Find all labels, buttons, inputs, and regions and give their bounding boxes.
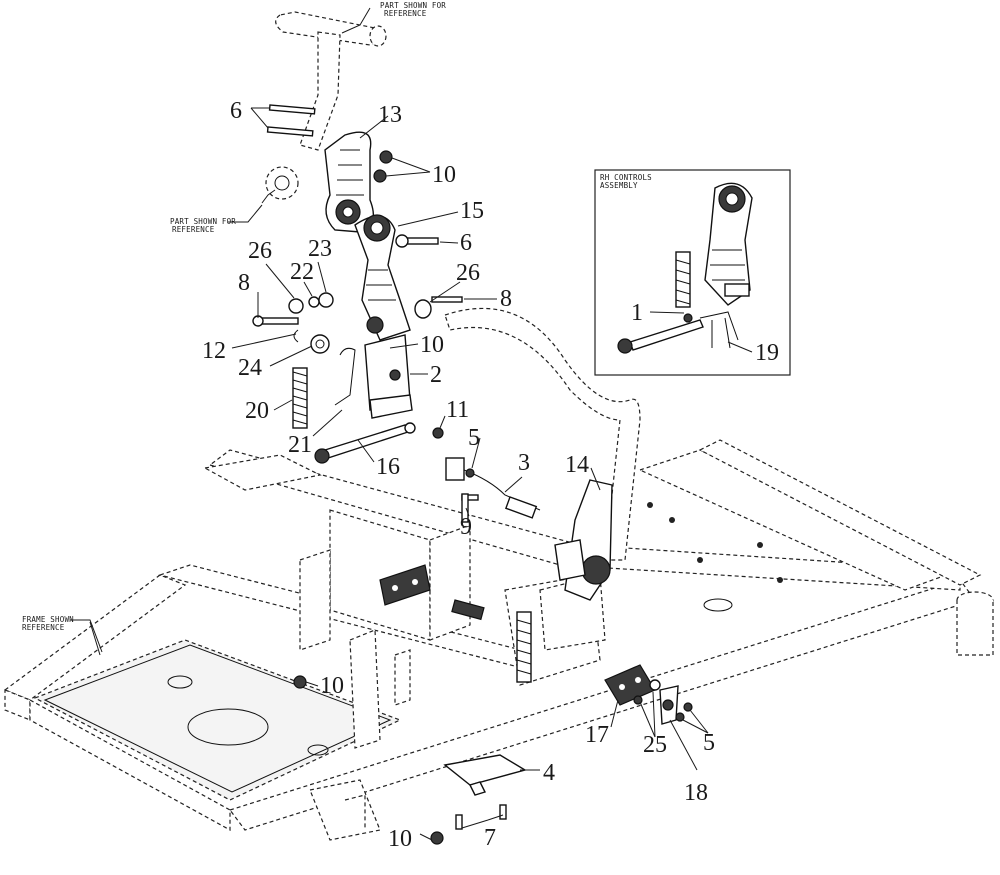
callout-26: 26 <box>456 260 480 286</box>
callout-22: 22 <box>290 259 314 285</box>
callout-10: 10 <box>388 826 412 852</box>
callout-17: 17 <box>585 722 609 748</box>
upper-lever-reference <box>275 11 387 151</box>
reference-notes: PART SHOWN FOR REFERENCE PART SHOWN FOR … <box>22 1 652 653</box>
callout-10: 10 <box>420 332 444 358</box>
callout-13: 13 <box>378 102 402 128</box>
spacers-washers <box>252 292 463 354</box>
note-inset-title-line1: RH CONTROLS <box>600 173 652 182</box>
pivot-plate-17 <box>604 664 656 706</box>
callout-10: 10 <box>432 162 456 188</box>
callout-16: 16 <box>376 454 400 480</box>
callout-26: 26 <box>248 238 272 264</box>
note-gear-ref-line2: REFERENCE <box>172 225 215 234</box>
callout-24: 24 <box>238 355 262 381</box>
pin-9 <box>461 493 469 523</box>
callout-2: 2 <box>430 362 442 388</box>
callout-4: 4 <box>543 760 555 786</box>
rod-16 <box>314 422 444 464</box>
callout-12: 12 <box>202 338 226 364</box>
callout-1: 1 <box>631 300 643 326</box>
screws-7 <box>455 804 507 830</box>
control-arm-15 <box>354 214 411 341</box>
callout-19: 19 <box>755 340 779 366</box>
frame-reference <box>3 439 994 841</box>
callout-3: 3 <box>518 450 530 476</box>
switch-lower <box>451 599 485 621</box>
note-frame-ref-line2: REFERENCE <box>22 623 65 632</box>
note-frame-ref-line1: FRAME SHOWN <box>22 615 74 624</box>
callout-23: 23 <box>308 236 332 262</box>
note-gear-ref-line1: PART SHOWN FOR <box>170 217 236 226</box>
pivot-plate-center <box>379 564 431 606</box>
callout-25: 25 <box>643 732 667 758</box>
callout-6: 6 <box>460 230 472 256</box>
note-top-ref-line2: REFERENCE <box>384 9 427 18</box>
callout-11: 11 <box>446 397 469 423</box>
callout-9: 9 <box>460 514 472 540</box>
screws-5 <box>465 468 693 722</box>
callout-6: 6 <box>230 98 242 124</box>
bracket-2 <box>334 334 413 419</box>
callout-15: 15 <box>460 198 484 224</box>
callout-labels: 6 13 10 15 6 26 23 22 8 26 8 12 10 24 2 … <box>202 98 779 852</box>
callout-20: 20 <box>245 398 269 424</box>
leader-lines <box>89 7 753 841</box>
callout-18: 18 <box>684 780 708 806</box>
callout-14: 14 <box>565 452 589 478</box>
spring-lower <box>516 611 532 683</box>
rh-controls-inset <box>594 169 791 376</box>
callout-10: 10 <box>320 673 344 699</box>
spring-20 <box>292 367 308 429</box>
callout-8: 8 <box>500 286 512 312</box>
callout-21: 21 <box>288 432 312 458</box>
callout-5: 5 <box>468 425 480 451</box>
note-inset-title-line2: ASSEMBLY <box>600 181 638 190</box>
gear-reference <box>265 166 299 200</box>
control-arm-14 <box>554 479 613 601</box>
callout-8: 8 <box>238 270 250 296</box>
lap-bar-tube <box>444 307 641 561</box>
control-arm-13 <box>324 131 374 233</box>
callout-7: 7 <box>484 825 496 851</box>
callout-5: 5 <box>703 730 715 756</box>
bracket-18 <box>659 685 679 725</box>
bolts-6 <box>266 104 439 248</box>
note-top-ref-line1: PART SHOWN FOR <box>380 1 446 10</box>
